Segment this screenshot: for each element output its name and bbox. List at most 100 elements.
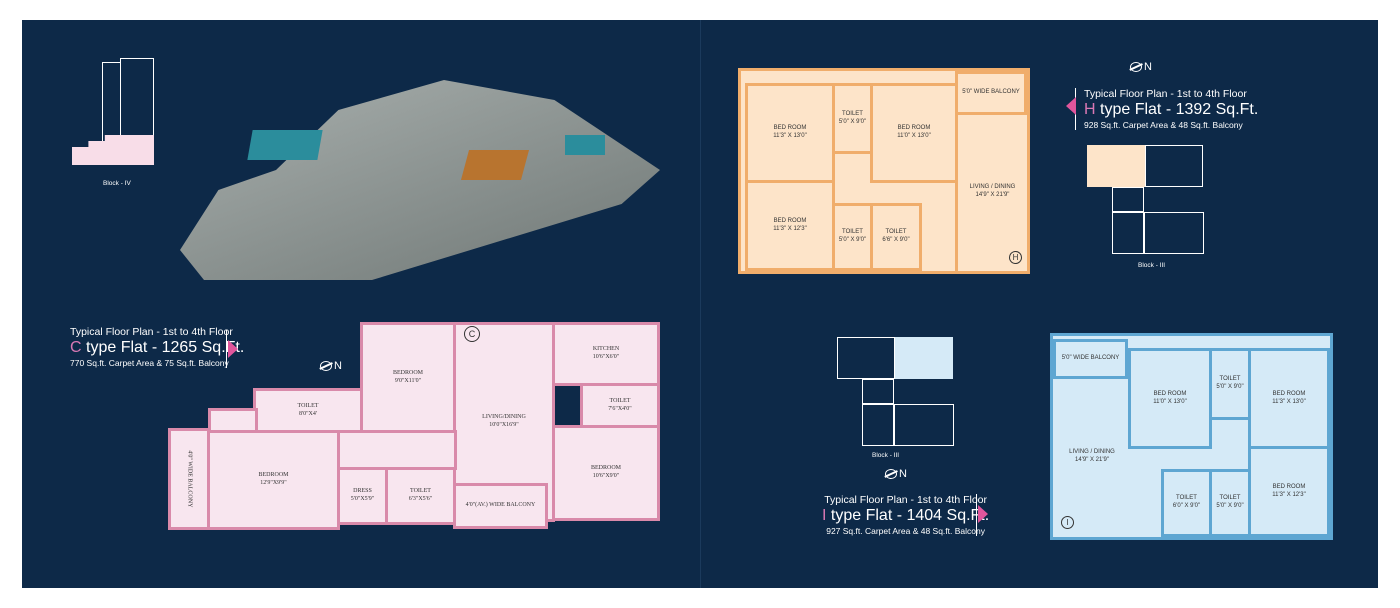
room-label: 12'9"X9'9" <box>260 480 287 486</box>
room-label: 11'3" X 13'0" <box>1272 398 1306 405</box>
pointer-arrow-icon <box>978 505 988 523</box>
room-label: TOILET <box>885 229 907 236</box>
room-label: 10'6"X9'0" <box>592 473 620 479</box>
room-label: TOILET <box>842 229 863 236</box>
room-label: TOILET <box>1176 495 1197 502</box>
pointer-arrow-icon <box>1066 97 1076 115</box>
room-label: BED ROOM <box>1153 390 1187 397</box>
room-label: LIVING / DINING <box>969 183 1016 190</box>
room-label: 9'0"X11'0" <box>394 378 422 384</box>
room-label: TOILET <box>1219 376 1241 383</box>
room: 4'0"(AV.) WIDE BALCONY <box>453 483 548 529</box>
room-label: 11'0" X 13'0" <box>897 133 931 139</box>
flat-area: type Flat - 1404 Sq.Ft. <box>826 507 990 524</box>
room-label: TOILET <box>842 110 863 117</box>
room-label: TOILET <box>1219 495 1241 502</box>
room-label: LIVING / DINING <box>1069 448 1115 455</box>
room-label: BED ROOM <box>897 125 931 132</box>
room-label: 11'0" X 13'0" <box>1153 398 1187 405</box>
carpet-area-text: 927 Sq.ft. Carpet Area & 48 Sq.ft. Balco… <box>826 526 985 536</box>
room-label: BEDROOM <box>590 465 621 472</box>
room: 5'0" WIDE BALCONY <box>1053 339 1128 379</box>
plan-floor-text: Typical Floor Plan - 1st to 4th Floor <box>1084 88 1247 100</box>
room-label: BED ROOM <box>1272 483 1306 490</box>
block-label: Block - III <box>872 452 900 459</box>
entrance-marker: I <box>1061 516 1074 529</box>
flat-area: type Flat - 1265 Sq.Ft. <box>81 339 245 356</box>
room-label: BEDROOM <box>392 370 423 377</box>
plan-floor-text: Typical Floor Plan - 1st to 4th Floor <box>70 326 233 338</box>
room-label: KITCHEN <box>592 346 620 353</box>
room-label: LIVING/DINING <box>482 414 526 421</box>
compass-icon <box>320 361 332 371</box>
room: 4'0" WIDE BALCONY <box>168 428 210 530</box>
entrance-marker: C <box>464 326 480 342</box>
room-label: 10'0"X16'9" <box>489 422 519 428</box>
room-label: 6'0" X 9'0" <box>1172 503 1201 509</box>
type-letter: I <box>822 507 827 524</box>
room-label: 14'9" X 21'9" <box>1075 456 1109 463</box>
north-indicator: N <box>885 468 907 480</box>
room-label: 8'0"X4' <box>299 410 317 417</box>
wardrobe <box>208 408 258 433</box>
room-label: 14'9" X 21'9" <box>975 191 1010 198</box>
room: 5'0" WIDE BALCONY <box>955 71 1027 115</box>
pointer-arrow-icon <box>228 340 238 358</box>
room-label: 7'6"X4'0" <box>608 405 632 412</box>
i-flat-caption: Typical Floor Plan - 1st to 4th Floor I … <box>822 494 989 536</box>
room-label: 6'3"X5'6" <box>408 496 433 502</box>
room-label: TOILET <box>609 397 631 404</box>
block-label: Block - III <box>1138 262 1166 269</box>
north-label: N <box>899 468 907 480</box>
room-label: DRESS <box>353 488 372 495</box>
c-flat-caption: Typical Floor Plan - 1st to 4th Floor C … <box>70 326 244 368</box>
compass-icon <box>1130 62 1142 72</box>
room-label: 11'3" X 12'3" <box>1272 491 1306 498</box>
room-label: 5'0"X5'9" <box>350 496 375 502</box>
compass-icon <box>885 469 897 479</box>
plan-floor-text: Typical Floor Plan - 1st to 4th Floor <box>824 494 988 506</box>
type-letter: C <box>70 339 82 356</box>
flat-title: H type Flat - 1392 Sq.Ft. <box>1084 101 1258 119</box>
type-letter: H <box>1084 101 1096 118</box>
room-label: TOILET <box>410 488 431 495</box>
room-label: 5'0" X 9'0" <box>1216 384 1244 390</box>
passage <box>337 430 457 470</box>
room-label: BED ROOM <box>773 217 807 224</box>
carpet-area-text: 770 Sq.ft. Carpet Area & 75 Sq.ft. Balco… <box>70 358 229 368</box>
room-label: 5'0" WIDE BALCONY <box>1061 355 1120 362</box>
flat-title: C type Flat - 1265 Sq.Ft. <box>70 339 244 357</box>
entrance-marker: H <box>1009 251 1022 264</box>
room-label: 10'6"X6'0" <box>592 354 620 360</box>
room-label: 5'0" X 9'0" <box>1216 503 1244 509</box>
room-label: BED ROOM <box>1272 390 1306 397</box>
room-label: 5'0" X 9'0" <box>838 237 867 243</box>
room-label: BED ROOM <box>773 125 807 132</box>
flat-title: I type Flat - 1404 Sq.Ft. <box>822 507 989 525</box>
flat-area: type Flat - 1392 Sq.Ft. <box>1095 101 1259 118</box>
